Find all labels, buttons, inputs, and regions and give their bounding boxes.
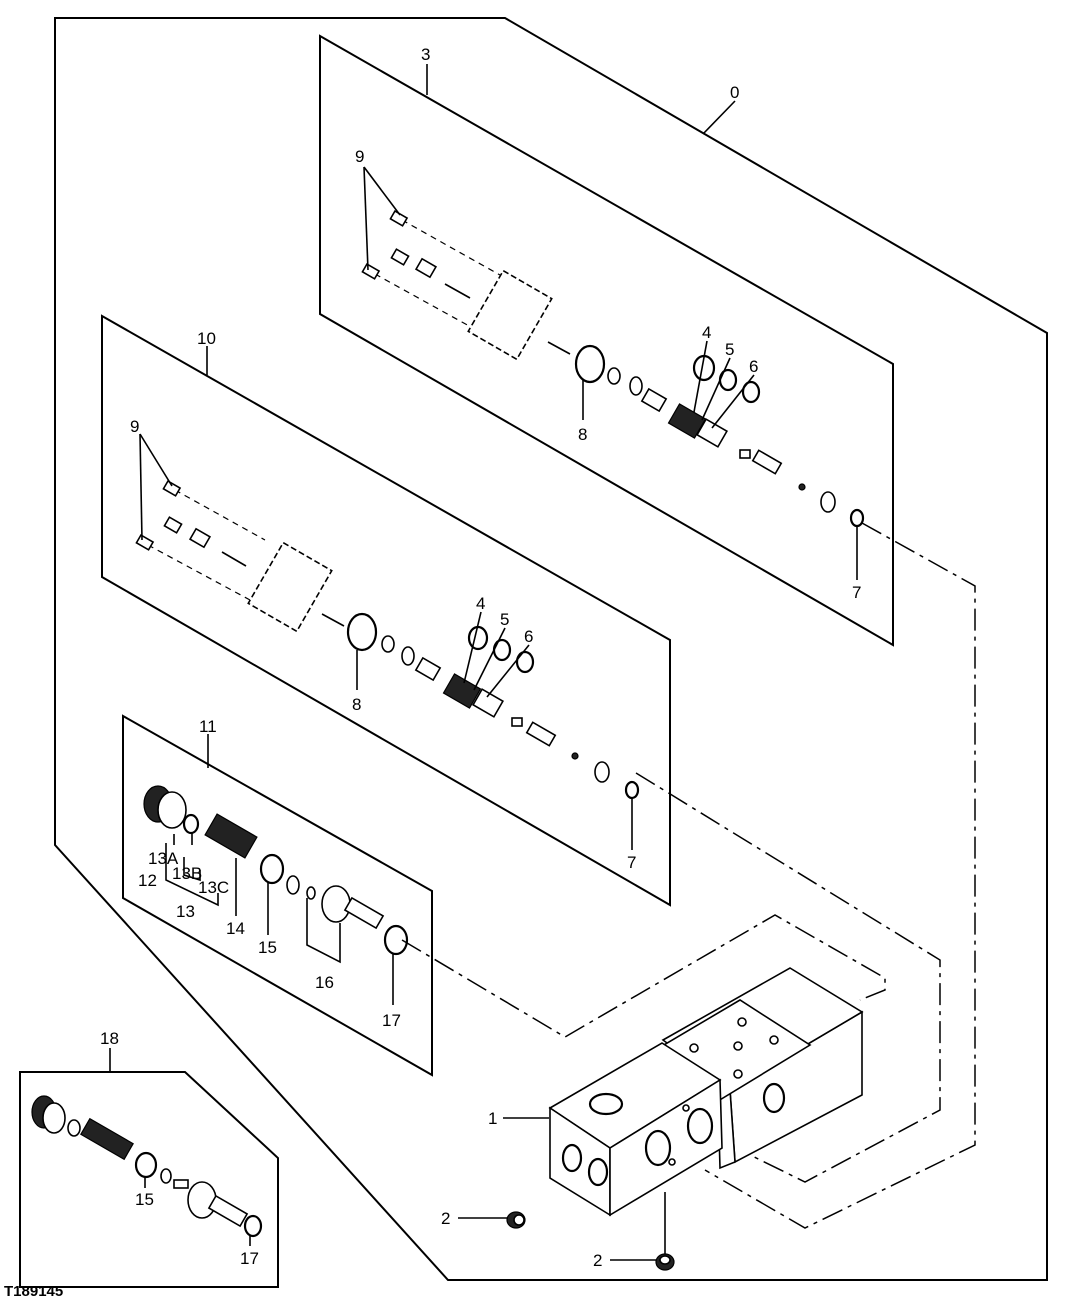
callout-15-panel18: 15	[135, 1190, 154, 1209]
callout-1: 1	[488, 1109, 497, 1128]
callout-13a: 13A	[148, 849, 179, 868]
axis-panel10-lower	[147, 544, 251, 601]
callout-14: 14	[226, 919, 245, 938]
callout-6-panel10: 6	[524, 627, 533, 646]
callout-9-panel3: 9	[355, 147, 364, 166]
panel-10-outline	[101, 314, 671, 907]
callout-8-panel10: 8	[352, 695, 361, 714]
callout-13b: 13B	[172, 864, 202, 883]
callout-7-panel3: 7	[852, 583, 861, 602]
leader-lines	[109, 64, 858, 1261]
callout-9-panel10: 9	[130, 417, 139, 436]
assembly-outline-0	[54, 17, 1048, 1281]
callout-16: 16	[315, 973, 334, 992]
callout-2-lower: 2	[593, 1251, 602, 1270]
flow-line-panel3	[704, 522, 976, 1229]
panel-18-outline	[19, 1071, 279, 1288]
axis-panel3-lower	[374, 273, 481, 333]
callout-4-panel3: 4	[702, 323, 711, 342]
callout-3: 3	[421, 45, 430, 64]
panel-11-parts	[143, 785, 409, 956]
callout-12: 12	[138, 871, 157, 890]
callout-18: 18	[100, 1029, 119, 1048]
callout-13: 13	[176, 902, 195, 921]
panel-11-outline	[122, 714, 433, 1077]
callout-5-panel10: 5	[500, 610, 509, 629]
callout-17: 17	[382, 1011, 401, 1030]
panel-3-outline	[319, 34, 894, 647]
callout-10: 10	[197, 329, 216, 348]
axis-panel10-upper	[174, 489, 266, 541]
callout-11: 11	[199, 717, 217, 736]
panel-3-parts	[361, 209, 865, 528]
callout-17-panel18: 17	[240, 1249, 259, 1268]
panel-10-parts	[135, 479, 640, 800]
callout-0: 0	[730, 83, 739, 102]
valve-body	[506, 967, 864, 1271]
axis-panel3-upper	[401, 219, 501, 276]
flow-line-panel10	[635, 772, 941, 1183]
callout-2-upper: 2	[441, 1209, 450, 1228]
callout-5-panel3: 5	[725, 340, 734, 359]
callout-15: 15	[258, 938, 277, 957]
callout-7-panel10: 7	[627, 853, 636, 872]
flow-line-panel11	[401, 914, 886, 1038]
panel-18-parts	[31, 1095, 263, 1238]
figure-id: T189145	[4, 1283, 63, 1300]
callout-13c: 13C	[198, 878, 229, 897]
callout-6-panel3: 6	[749, 357, 758, 376]
callout-4-panel10: 4	[476, 594, 485, 613]
callout-8-panel3: 8	[578, 425, 587, 444]
